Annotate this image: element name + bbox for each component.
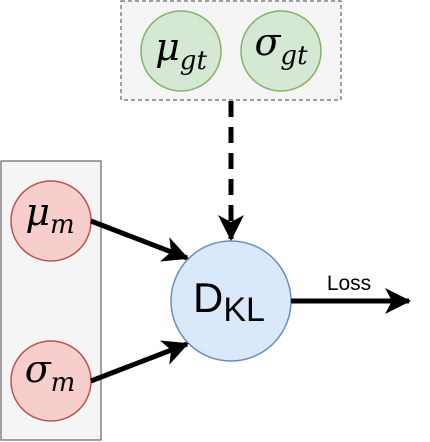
sigma-gt-subscript: gt — [280, 41, 308, 71]
sigma-m-symbol: σ — [25, 347, 52, 391]
sigma-m-subscript: m — [51, 368, 76, 398]
mu-gt-node: μgt — [140, 10, 222, 92]
svg-text:σm: σm — [25, 347, 76, 398]
mu-gt-subscript: gt — [180, 46, 208, 76]
svg-text:DKL: DKL — [193, 274, 265, 329]
mu-m-symbol: μ — [25, 190, 50, 234]
edge-sigma-m-to-dkl — [90, 340, 189, 384]
svg-text:μgt: μgt — [155, 25, 207, 76]
sigma-gt-node: σgt — [240, 10, 322, 92]
mu-m-subscript: m — [50, 210, 75, 240]
dkl-main: D — [193, 274, 223, 321]
dkl-subscript: KL — [223, 291, 265, 329]
sigma-gt-symbol: σ — [254, 20, 281, 64]
dkl-node: DKL — [170, 240, 292, 362]
svg-text:σgt: σgt — [254, 20, 308, 71]
mu-m-node: μm — [10, 180, 92, 262]
svg-text:μm: μm — [25, 190, 74, 240]
mu-gt-symbol: μ — [155, 25, 180, 69]
edge-mu-m-to-dkl — [90, 218, 189, 262]
loss-label: Loss — [327, 272, 371, 295]
sigma-m-node: σm — [10, 340, 92, 422]
